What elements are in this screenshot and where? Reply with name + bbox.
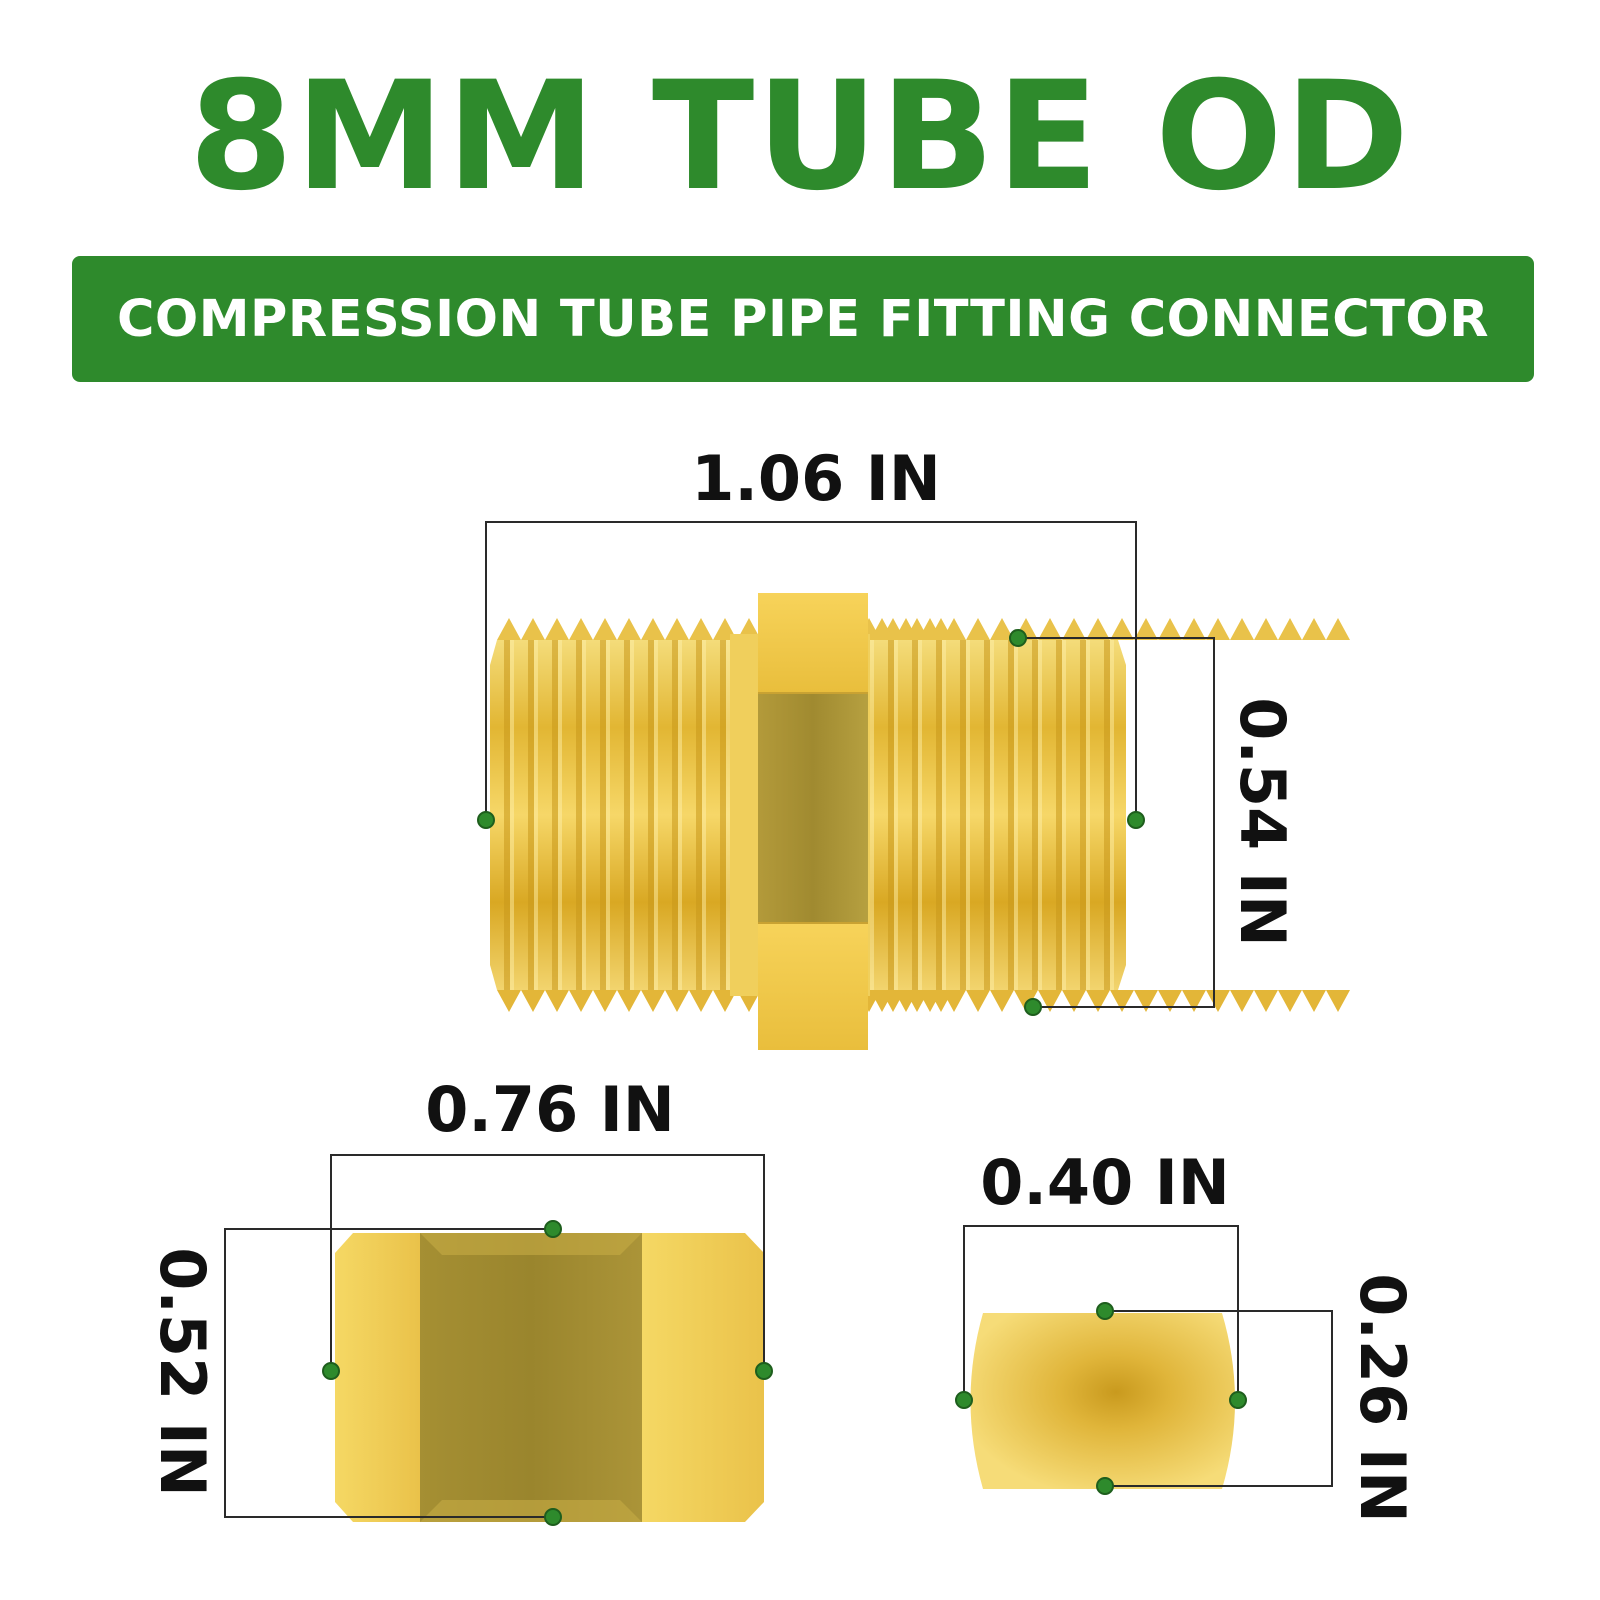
left-thread — [490, 618, 953, 1012]
nipple-length-label: 1.06 IN — [691, 442, 941, 515]
nut-height-bracket — [224, 1228, 553, 1518]
sleeve-length-bracket — [963, 1225, 1239, 1400]
sleeve-length-label: 0.40 IN — [980, 1146, 1230, 1219]
nut-height-label: 0.52 IN — [146, 1247, 219, 1497]
nut-length-bracket — [330, 1154, 765, 1371]
hex-nut — [335, 1233, 764, 1522]
nipple-length-bracket — [485, 521, 1137, 820]
product-banner: COMPRESSION TUBE PIPE FITTING CONNECTOR — [72, 256, 1534, 382]
dimension-dot — [1229, 1391, 1247, 1409]
nipple-diameter-label: 0.54 IN — [1226, 697, 1299, 947]
dimension-dot — [1024, 998, 1042, 1016]
dimension-dot — [477, 811, 495, 829]
dimension-dot — [755, 1362, 773, 1380]
dimension-dot — [1009, 629, 1027, 647]
dimension-dot — [1127, 811, 1145, 829]
dimension-dot — [1096, 1477, 1114, 1495]
right-thread — [870, 618, 1350, 1012]
hex-body — [758, 593, 868, 1050]
dimension-dot — [322, 1362, 340, 1380]
sleeve-height-bracket — [1105, 1310, 1333, 1487]
dimension-dot — [544, 1508, 562, 1526]
compression-sleeve — [970, 1313, 1235, 1489]
nipple-diameter-bracket — [1018, 637, 1215, 1008]
dimension-lines — [224, 521, 1333, 1518]
dimension-dot — [544, 1220, 562, 1238]
dimension-dots — [322, 629, 1247, 1526]
dimension-dot — [1096, 1302, 1114, 1320]
sleeve-height-label: 0.26 IN — [1346, 1273, 1419, 1523]
page-title: 8MM TUBE OD — [188, 50, 1412, 224]
dimension-dot — [955, 1391, 973, 1409]
nut-length-label: 0.76 IN — [425, 1073, 675, 1146]
hex-nipple-fitting — [490, 593, 1350, 1050]
